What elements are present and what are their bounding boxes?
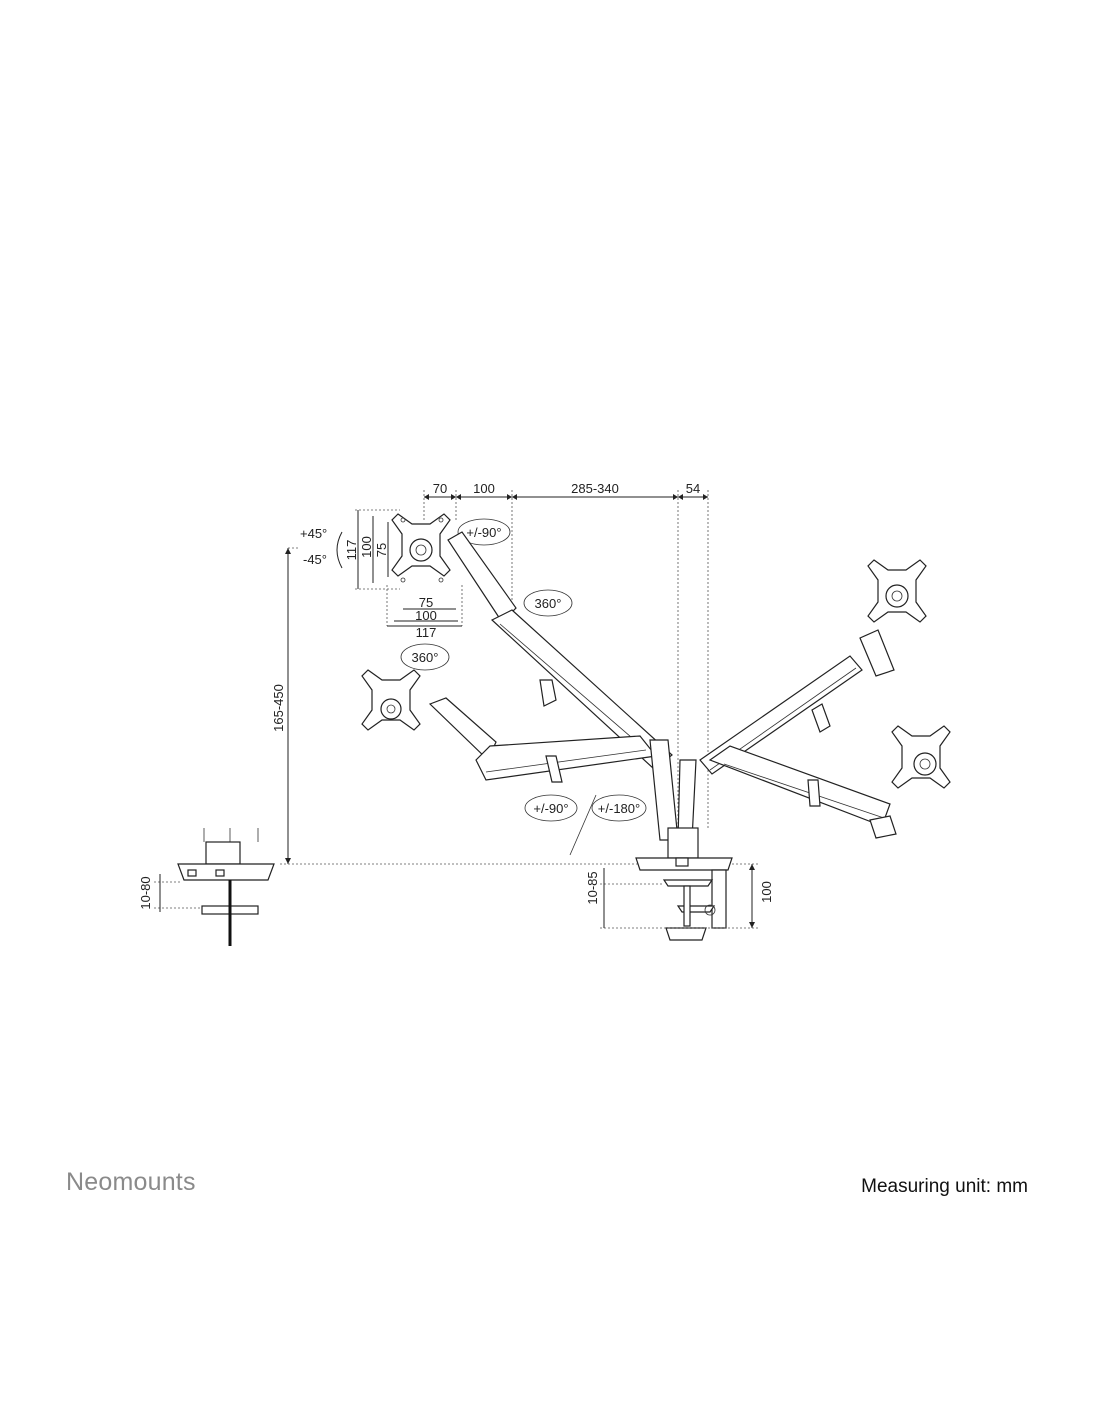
tilt-arc-icon (336, 531, 343, 569)
desk-clamp: 10-85 100 (585, 857, 774, 941)
dim-top-offset-1: 70 (433, 481, 447, 496)
tilt-group: +45° -45° (288, 526, 343, 569)
right-lower-arm (708, 725, 951, 839)
rotation-badges: +/-90° 360° 360° +/-90° +/-180° (400, 518, 647, 856)
grommet-base: 10-80 (138, 828, 275, 946)
dim-vesa-w-100: 100 (415, 608, 437, 623)
dim-clamp-depth: 100 (759, 881, 774, 903)
right-upper-arm (699, 559, 927, 775)
measuring-unit-note: Measuring unit: mm (861, 1176, 1028, 1197)
left-upper-arm (447, 531, 673, 770)
dim-pole-offset: 54 (686, 481, 700, 496)
tilt-down-label: -45° (303, 552, 327, 567)
tilt-up-label: +45° (300, 526, 327, 541)
dim-desk-clamp: 10-85 (585, 871, 600, 904)
arm-swivel-label: +/-90° (533, 801, 568, 816)
base-swivel-label: +/-180° (598, 801, 640, 816)
dim-vesa-w-117: 117 (416, 625, 437, 640)
rotate-screen-label: +/-90° (466, 525, 501, 540)
dim-vesa-h-100: 100 (359, 536, 374, 558)
dim-top-offset-2: 100 (473, 481, 495, 496)
vesa-height-dims: 117 100 75 (344, 509, 400, 590)
top-dimension-group: 70 100 285-340 54 (423, 481, 709, 830)
dim-height-range: 165-450 (271, 684, 286, 732)
dim-arm-reach: 285-340 (571, 481, 619, 496)
central-pole (649, 739, 699, 859)
dim-vesa-h-117: 117 (344, 540, 359, 561)
brand-logo: Neomounts (66, 1168, 196, 1196)
left-lower-arm (361, 669, 658, 783)
swivel-label-1: 360° (535, 596, 562, 611)
dim-desk-grommet: 10-80 (138, 876, 153, 909)
dim-vesa-w-75: 75 (419, 595, 433, 610)
swivel-label-2: 360° (412, 650, 439, 665)
vesa-width-dims: 75 100 117 (386, 585, 463, 640)
vesa-plate-top-left (391, 513, 451, 583)
dim-vesa-h-75: 75 (374, 543, 389, 557)
